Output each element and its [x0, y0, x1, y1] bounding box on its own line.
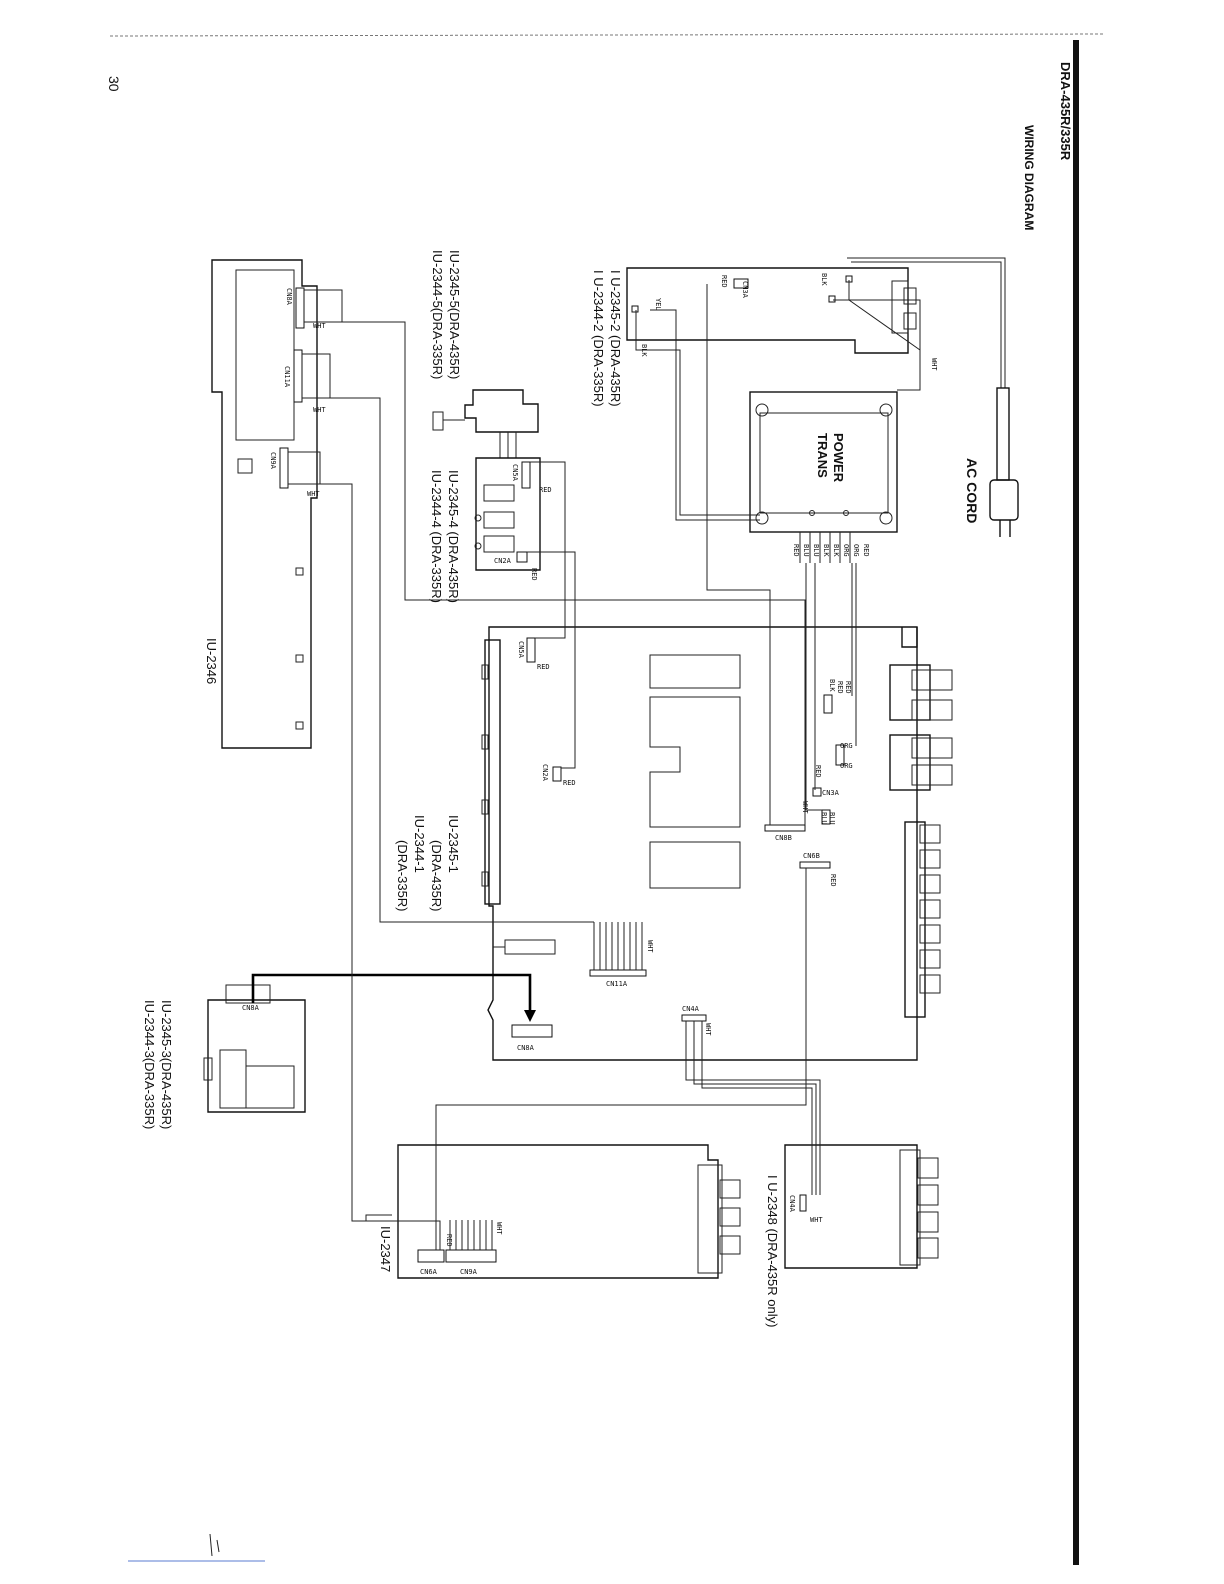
- b2346-label: IU-2346: [204, 638, 219, 684]
- power-trans-label-2: TRANS: [815, 433, 830, 478]
- b4-label-2: IU-2344-4 (DRA-335R): [429, 470, 444, 603]
- b1-label-2: (DRA-435R): [429, 840, 444, 912]
- m-red-label-6: RED: [829, 874, 837, 887]
- m-org-label-2: ORG: [840, 762, 853, 770]
- trans-wire-org-a: ORG: [852, 544, 860, 557]
- b2-blk-label-2: BLK: [640, 344, 648, 357]
- m-cn2a-label: CN2A: [541, 764, 549, 782]
- b4-cn5a-label: CN5A: [511, 464, 519, 482]
- b1-label-4: (DRA-335R): [395, 840, 410, 912]
- board-iu-2345-3: CN8A IU-2345-3(DRA-435R) IU-2344-3(DRA-3…: [142, 984, 306, 1129]
- b2-label-2: I U-2344-2 (DRA-335R): [591, 270, 606, 407]
- right-edge-bar: [1073, 40, 1079, 1565]
- d-wht-label-3: WHT: [307, 490, 320, 498]
- m-wht-label-2: WHT: [646, 940, 654, 953]
- board-iu-2345-5: IU-2345-5(DRA-435R) IU-2344-5(DRA-335R): [430, 250, 539, 458]
- b3-cn8a-label: CN8A: [242, 1004, 260, 1012]
- m-cn8b-label: CN8B: [775, 834, 792, 842]
- b4-cn2a-label: CN2A: [494, 557, 512, 565]
- c-cn4a-label: CN4A: [788, 1195, 796, 1213]
- power-trans-label-1: POWER: [831, 433, 846, 483]
- m-red-label-1: RED: [537, 663, 550, 671]
- b1-label-1: IU-2345-1: [446, 815, 461, 873]
- b2348-label: I U-2348 (DRA-435R only): [765, 1175, 780, 1327]
- m-red-label-3: RED: [814, 765, 822, 778]
- b2-yel-label: YEL: [654, 298, 662, 311]
- p-cn6a-label: CN6A: [420, 1268, 438, 1276]
- b1-label-3: IU-2344-1: [412, 815, 427, 873]
- trans-wire-org-b: ORG: [842, 544, 850, 557]
- board-iu-2345-1: CN5A RED CN2A RED CN8B WHT RED CN3A BLU …: [395, 626, 953, 1061]
- b2-label-1: I U-2345-2 (DRA-435R): [608, 270, 623, 407]
- ac-cord-label: AC CORD: [964, 458, 980, 523]
- board-iu-2348: CN4A WHT I U-2348 (DRA-435R only): [765, 1144, 939, 1327]
- m-wht-label-3: WHT: [704, 1023, 712, 1036]
- p-cn9a-label: CN9A: [460, 1268, 478, 1276]
- page-number: 30: [106, 76, 122, 92]
- model-header: DRA-435R/335R: [1058, 62, 1073, 161]
- m-cn6b-label: CN6B: [803, 852, 820, 860]
- m-red-label-5: RED: [836, 681, 844, 694]
- c-wht-label: WHT: [810, 1216, 823, 1224]
- d-cn11a-label: CN11A: [283, 366, 291, 388]
- power-transformer: POWER TRANS RED ORG ORG BLK BLK BLU BLU …: [749, 391, 898, 563]
- ac-cord: AC CORD: [847, 257, 1019, 537]
- b4-red-label-2: RED: [530, 568, 538, 581]
- trans-wire-red-a: RED: [862, 544, 870, 557]
- d-wht-label-2: WHT: [313, 406, 326, 414]
- board-iu-2345-4: CN5A CN2A RED RED IU-2345-4 (DRA-435R) I…: [429, 457, 552, 603]
- b5-label-1: IU-2345-5(DRA-435R): [447, 250, 462, 379]
- b5-label-2: IU-2344-5(DRA-335R): [430, 250, 445, 379]
- board-iu-2347: CN6A CN9A RED WHT IU-2347: [378, 1144, 741, 1279]
- board-iu-2346: CN8A CN11A CN9A WHT WHT WHT IU-2346: [204, 259, 343, 749]
- d-wht-label-1: WHT: [313, 322, 326, 330]
- m-cn3a-label: CN3A: [822, 789, 840, 797]
- b4-red-label-1: RED: [539, 486, 552, 494]
- trans-wire-blk-a: BLK: [832, 544, 840, 557]
- trans-wire-red-b: RED: [792, 544, 800, 557]
- b2-cn3a-label: CN3A: [741, 281, 749, 299]
- b3-label-2: IU-2344-3(DRA-335R): [142, 1000, 157, 1129]
- m-blu-label-2: BLU: [820, 812, 828, 825]
- top-rule: [109, 33, 1106, 37]
- trans-wire-blu-a: BLU: [812, 544, 820, 557]
- p-wht-label: WHT: [495, 1222, 503, 1235]
- harness-wires: [320, 280, 921, 1250]
- m-cn8a-label: CN8A: [517, 1044, 535, 1052]
- b2-red-label: RED: [720, 275, 728, 288]
- p-red-label: RED: [445, 1234, 453, 1247]
- b2347-label: IU-2347: [378, 1226, 393, 1272]
- b3-label-1: IU-2345-3(DRA-435R): [159, 1000, 174, 1129]
- board-iu-2345-2: CN3A RED BLK YEL BLK WHT I U-2345-2 (DRA…: [591, 267, 938, 407]
- m-org-label-1: ORG: [840, 742, 853, 750]
- m-cn11a-label: CN11A: [606, 980, 628, 988]
- m-blk-label: BLK: [828, 679, 836, 692]
- b4-label-1: IU-2345-4 (DRA-435R): [446, 470, 461, 603]
- trans-wire-blk-b: BLK: [822, 544, 830, 557]
- scan-mark: [209, 1533, 220, 1557]
- diagram-title: WIRING DIAGRAM: [1022, 125, 1036, 230]
- m-cn5a-label: CN5A: [517, 641, 525, 659]
- b2-blk-label: BLK: [820, 273, 828, 286]
- cn8a-cable: [251, 973, 536, 1022]
- m-blu-label-1: BLU: [828, 812, 836, 825]
- d-cn9a-label: CN9A: [269, 452, 277, 470]
- b2-wht-label: WHT: [930, 358, 938, 371]
- m-red-label-2: RED: [563, 779, 576, 787]
- d-cn8a-label: CN8A: [285, 288, 293, 306]
- trans-wire-blu-b: BLU: [802, 544, 810, 557]
- m-red-label-4: RED: [844, 681, 852, 694]
- m-cn4a-label: CN4A: [682, 1005, 700, 1013]
